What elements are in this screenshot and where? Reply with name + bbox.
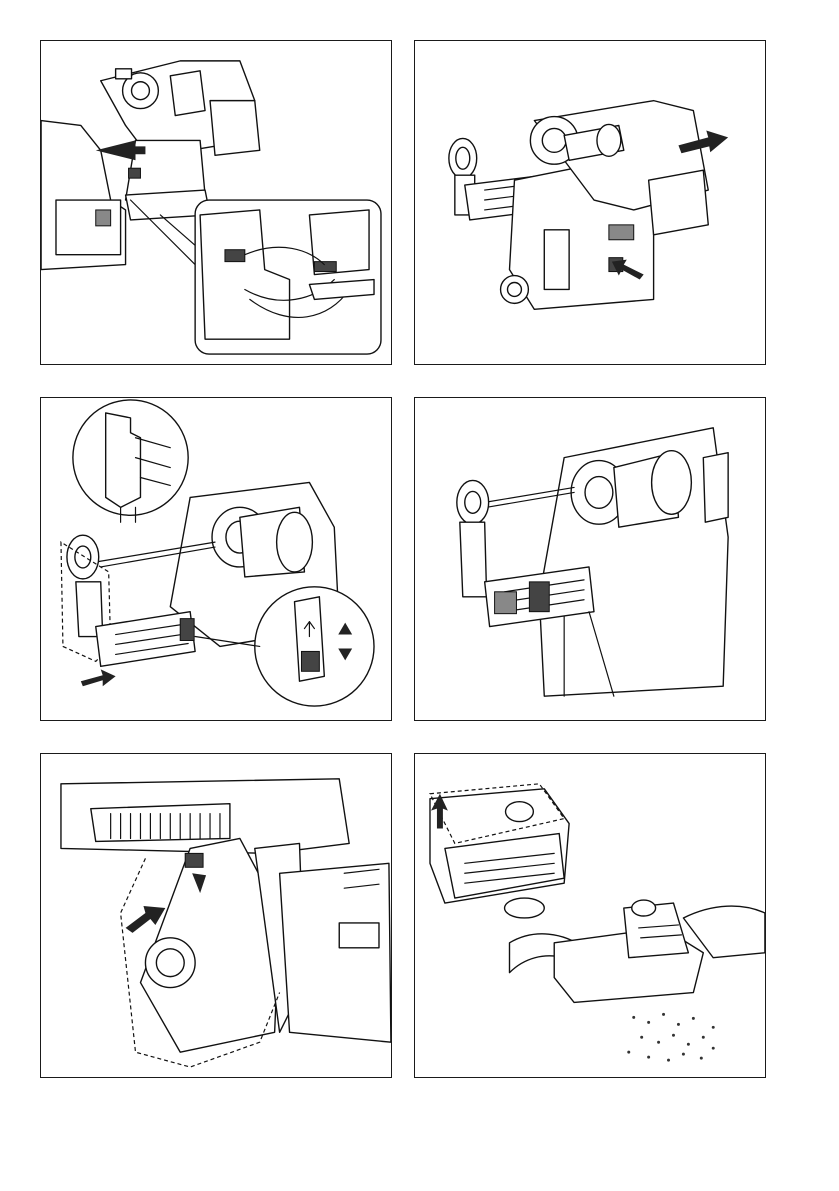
drill-bit-length-adjust-icon: [41, 398, 391, 720]
dust-case-empty-icon: [415, 754, 765, 1077]
figure-5-panel: [40, 753, 392, 1078]
drill-bit-installed-icon: [415, 398, 765, 720]
figure-4-panel: [414, 397, 766, 721]
figure-1-panel: [40, 40, 392, 365]
figure-6-panel: [414, 753, 766, 1078]
rotary-hammer-release-dust-extractor-icon: [415, 41, 765, 364]
figure-2-panel: [414, 40, 766, 365]
figure-3-panel: [40, 397, 392, 721]
dust-case-remove-icon: [41, 754, 391, 1077]
rotary-hammer-attach-dust-extractor-icon: [41, 41, 391, 364]
